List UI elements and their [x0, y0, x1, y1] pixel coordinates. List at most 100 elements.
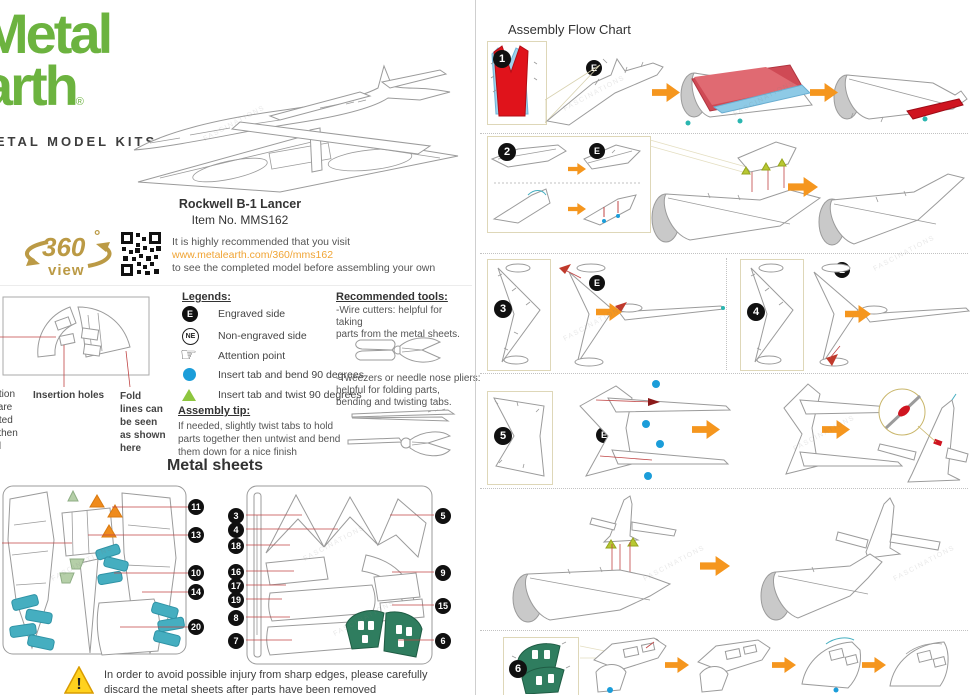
registered-mark: ® — [75, 96, 84, 108]
assembly-tip-line2: parts together then untwist and bend — [178, 434, 341, 445]
step2-number-badge: 2 — [498, 143, 516, 161]
step3-wing-part — [497, 263, 541, 365]
warning-line2: discard the metal sheets after parts hav… — [104, 684, 377, 695]
wire-cutters-line1: -Wire cutters: helpful for taking — [336, 305, 443, 328]
cut-frag-5: ed — [0, 440, 36, 453]
step1-engraved-badge: E — [586, 60, 602, 76]
step6-flow-art — [580, 637, 949, 693]
hero-plane-illustration — [133, 64, 459, 193]
brand-logo: Metal arth® METAL MODEL KITS — [0, 2, 282, 150]
fold-lines-label: Fold lines can be seen as shown here — [120, 390, 168, 455]
sheet2-callout-4: 4 — [228, 522, 244, 538]
needle-nose-pliers-icon — [347, 431, 452, 457]
step5-tail-part — [493, 397, 545, 477]
cut-frag-3: erted — [0, 415, 13, 426]
sheet2-callout-16: 16 — [228, 564, 244, 580]
step6-part-box — [503, 637, 579, 695]
row-separator-3 — [480, 373, 968, 374]
svg-text:!: ! — [76, 676, 81, 693]
row5-flow-art — [512, 495, 941, 623]
row-separator-4 — [480, 488, 968, 489]
step3-engraved-badge: E — [589, 275, 605, 291]
tweezers-line3: bending and twisting tabs. — [336, 397, 452, 408]
step1-flow-art — [545, 57, 968, 126]
legend-engraved-label: Engraved side — [218, 308, 286, 320]
sheet2-callout-15: 15 — [435, 598, 451, 614]
step5-flow-art — [579, 380, 969, 483]
blue-dot-icon — [183, 368, 196, 381]
sheet2-callout-5: 5 — [435, 508, 451, 524]
sheet1-callout-13: 13 — [188, 527, 204, 543]
green-triangle-icon — [182, 389, 196, 401]
insertion-holes-label: Insertion holes — [33, 390, 105, 401]
insertion-diagram — [0, 296, 150, 388]
assembly-tip-line3: them down for a nice finish — [178, 447, 297, 458]
tweezers-icon — [351, 408, 456, 422]
pointing-hand-icon: ☞ — [180, 345, 198, 366]
step2-flow-art — [650, 140, 966, 246]
warning-text: In order to avoid possible injury from s… — [104, 668, 484, 695]
sheet2-callout-19: 19 — [228, 592, 244, 608]
badge-360-degree: ° — [94, 228, 101, 245]
sheet2-callout-18: 18 — [228, 538, 244, 554]
product-item-number: Item No. MMS162 — [191, 213, 289, 227]
assembly-tip-text: If needed, slightly twist tabs to hold p… — [178, 420, 378, 459]
fold-line-2: lines can — [120, 404, 163, 415]
brand-logo-line1: Metal — [0, 2, 113, 65]
step5-number-badge: 5 — [494, 427, 512, 445]
step3-part-box — [487, 259, 551, 371]
non-engraved-badge-icon: NE — [182, 328, 199, 345]
sheet2-callout-9: 9 — [435, 565, 451, 581]
step4-number-badge: 4 — [747, 303, 765, 321]
step3-flow-art — [559, 263, 726, 367]
promo-url: www.metalearth.com/360/mms162 — [172, 249, 334, 261]
promo-text: It is highly recommended that you visit … — [172, 236, 472, 275]
step6-number-badge: 6 — [509, 660, 527, 678]
tweezers-line1: -Tweezers or needle nose pliers: — [336, 373, 481, 384]
cut-frag-2: s are — [0, 402, 13, 413]
warning-line1: In order to avoid possible injury from s… — [104, 669, 428, 681]
fold-line-5: here — [120, 443, 142, 454]
assembly-tip-heading: Assembly tip: — [178, 405, 251, 417]
brand-logo-line2: arth — [0, 54, 79, 117]
metal-sheets-heading: Metal sheets — [166, 457, 264, 474]
step3-number-badge: 3 — [494, 300, 512, 318]
tool-tweezers-text: -Tweezers or needle nose pliers: helpful… — [336, 373, 481, 409]
fold-line-3: be seen — [120, 417, 158, 428]
tool-wire-cutters-text: -Wire cutters: helpful for taking parts … — [336, 305, 471, 341]
fold-line-1: Fold — [120, 391, 142, 402]
sheet2-callout-8: 8 — [228, 610, 244, 626]
step4-wing-part — [750, 263, 794, 365]
metal-sheet-1 — [2, 485, 188, 656]
wire-cutters-icon — [355, 337, 442, 363]
legend-insert-twist-label: Insert tab and twist 90 degrees — [218, 389, 362, 401]
badge-360-value: 360 — [42, 232, 86, 262]
cut-frag-1: ertion — [0, 389, 16, 400]
swoosh-arrows-icon — [25, 240, 112, 268]
flow-chart-heading: Assembly Flow Chart — [508, 22, 631, 37]
step4-flow-art — [813, 263, 970, 367]
step6-green-parts — [511, 641, 571, 694]
promo-line1: It is highly recommended that you visit — [172, 236, 350, 248]
column-divider — [475, 0, 476, 695]
badge-360-view: 360 ° view — [18, 228, 118, 284]
warning-triangle-icon: ! — [64, 666, 94, 694]
legend-non-engraved-label: Non-engraved side — [218, 330, 307, 342]
sheet2-callout-3: 3 — [228, 508, 244, 524]
sheet2-callout-7: 7 — [228, 633, 244, 649]
legends-heading: Legends: — [182, 291, 231, 303]
legend-attention-label: Attention point — [218, 350, 286, 362]
sheet1-callout-10: 10 — [188, 565, 204, 581]
badge-360-caption: view — [48, 262, 85, 279]
qr-code — [120, 231, 162, 277]
wire-cutters-line2: parts from the metal sheets. — [336, 329, 460, 340]
tools-heading: Recommended tools: — [336, 291, 448, 303]
step1-number-badge: 1 — [493, 50, 511, 68]
tweezers-line2: helpful for folding parts, — [336, 385, 440, 396]
section-divider — [0, 285, 472, 286]
sheet1-callout-20: 20 — [188, 619, 204, 635]
sheet1-callout-11: 11 — [188, 499, 204, 515]
row-separator-5 — [480, 630, 968, 631]
engraved-badge-icon: E — [182, 306, 198, 322]
assembly-tip-line1: If needed, slightly twist tabs to hold — [178, 421, 334, 432]
